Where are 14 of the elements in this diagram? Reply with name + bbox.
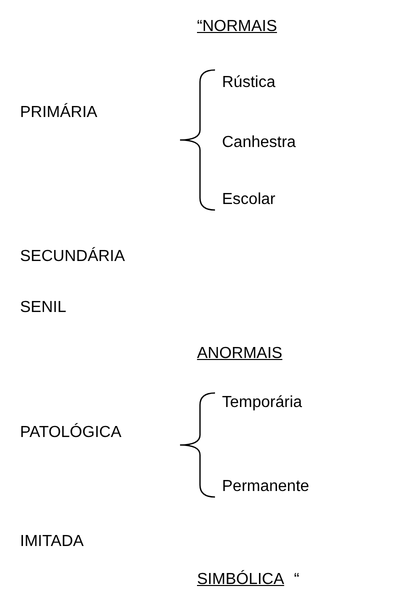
list-item: Canhestra <box>222 134 296 152</box>
category-heading: ANORMAIS <box>197 345 282 363</box>
list-item: SECUNDÁRIA <box>20 248 125 266</box>
list-item: PRIMÁRIA <box>20 104 98 122</box>
list-item: Permanente <box>222 478 310 496</box>
list-item: Escolar <box>222 191 276 209</box>
list-item: SENIL <box>20 299 66 317</box>
list-item: PATOLÓGICA <box>20 424 122 442</box>
list-item: “ <box>294 571 300 589</box>
category-heading: “NORMAIS <box>197 18 277 36</box>
list-item: Temporária <box>222 394 302 412</box>
category-heading: SIMBÓLICA <box>197 571 284 589</box>
list-item: Rústica <box>222 74 276 92</box>
list-item: IMITADA <box>20 533 84 551</box>
